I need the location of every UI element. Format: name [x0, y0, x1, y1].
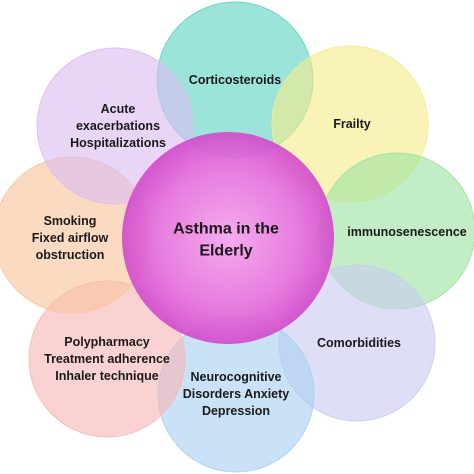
petal-label-neurocognitive-line-1: Neurocognitive — [191, 370, 282, 384]
petal-label-comorbidities-line-1: Comorbidities — [317, 336, 401, 350]
petal-label-acute-line-3: Hospitalizations — [70, 136, 166, 150]
center-label-line-1: Asthma in the — [173, 221, 279, 238]
petal-label-acute-line-1: Acute — [101, 102, 136, 116]
petal-label-polypharmacy-line-1: Polypharmacy — [64, 335, 150, 349]
petal-label-frailty-line-1: Frailty — [333, 117, 371, 131]
petal-label-acute-line-2: exacerbations — [76, 119, 160, 133]
petal-label-smoking-line-3: obstruction — [36, 248, 105, 262]
center-circle — [122, 132, 334, 344]
petal-label-smoking-line-1: Smoking — [44, 214, 97, 228]
petal-label-polypharmacy-line-2: Treatment adherence — [44, 352, 170, 366]
petal-label-neurocognitive-line-2: Disorders Anxiety — [183, 387, 290, 401]
petal-label-polypharmacy-line-3: Inhaler technique — [55, 369, 159, 383]
petal-label-smoking-line-2: Fixed airflow — [32, 231, 109, 245]
petal-label-immunosenescence-line-1: immunosenescence — [347, 225, 467, 239]
petal-label-neurocognitive-line-3: Depression — [202, 404, 270, 418]
center-label-line-2: Elderly — [199, 243, 252, 260]
petal-label-corticosteroids-line-1: Corticosteroids — [189, 73, 281, 87]
